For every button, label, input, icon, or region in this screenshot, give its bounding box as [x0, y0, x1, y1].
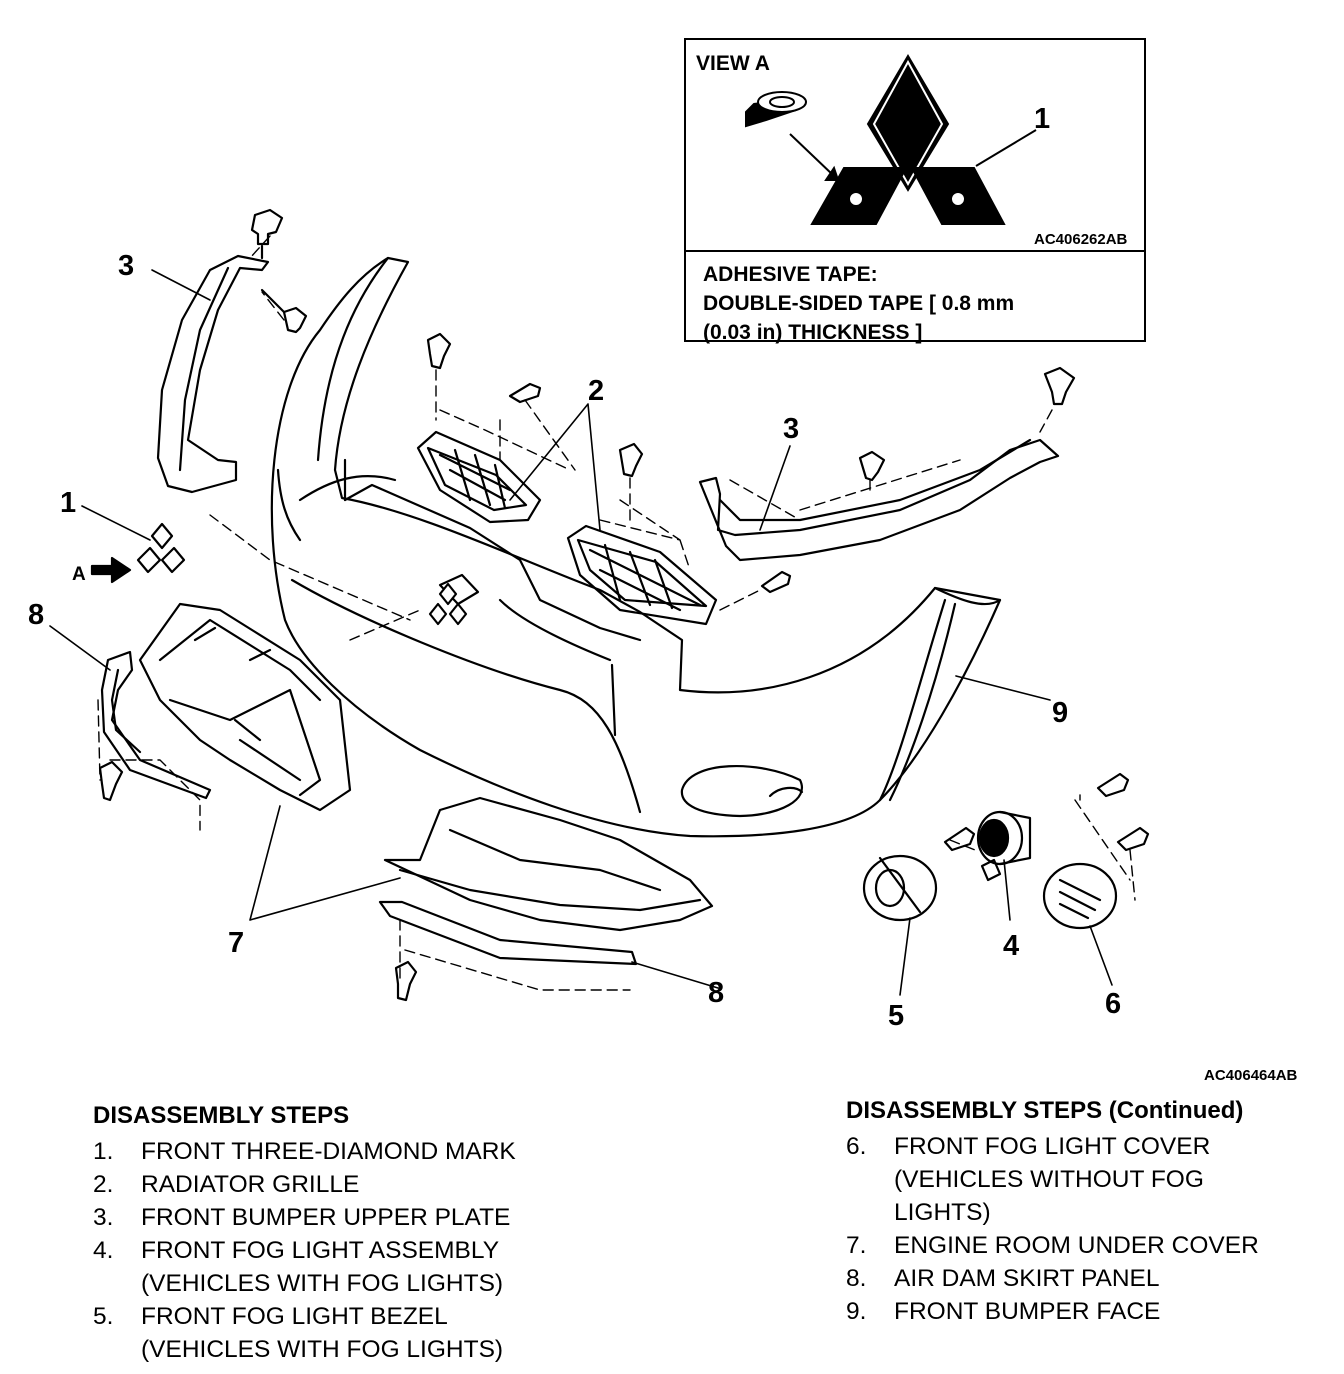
steps-heading-continued: DISASSEMBLY STEPS (Continued) [846, 1097, 1244, 1124]
step-number: 1. [93, 1138, 114, 1165]
step-number: 9. [846, 1298, 867, 1325]
figure-code: AC406464AB [1204, 1067, 1298, 1084]
note-line: ADHESIVE TAPE: [703, 263, 878, 286]
callout-6: 6 [1105, 988, 1121, 1020]
callout-3-left: 3 [118, 250, 134, 282]
step-item: 3. FRONT BUMPER UPPER PLATE [93, 1201, 793, 1234]
callout-2: 2 [588, 375, 604, 407]
radiator-grille-left [416, 430, 542, 524]
fog-light-bezel [862, 854, 938, 922]
step-number: 6. [846, 1133, 867, 1160]
disassembly-steps-right: DISASSEMBLY STEPS (Continued) 6. FRONT FO… [846, 1096, 1326, 1328]
callout-4: 4 [1003, 930, 1019, 962]
step-text: FRONT FOG LIGHT COVER (VEHICLES WITHOUT … [894, 1133, 1211, 1226]
step-number: 7. [846, 1232, 867, 1259]
step-item: 2. RADIATOR GRILLE [93, 1168, 793, 1201]
fog-light-cover [1042, 862, 1118, 930]
under-cover-left [138, 602, 352, 812]
callout-leaders [49, 269, 1113, 996]
step-number: 4. [93, 1237, 114, 1264]
step-item: 8. AIR DAM SKIRT PANEL [846, 1262, 1326, 1295]
view-a-arrow [90, 556, 132, 584]
exploded-parts-diagram: 3 1 A 8 2 3 9 7 8 4 5 6 [28, 208, 1150, 1032]
step-item: 4. FRONT FOG LIGHT ASSEMBLY (VEHICLES WIT… [93, 1234, 793, 1300]
fog-light-assembly [976, 810, 1032, 882]
step-item: 5. FRONT FOG LIGHT BEZEL (VEHICLES WITH F… [93, 1300, 793, 1366]
upper-plate-right [698, 366, 1076, 562]
view-a-arrow-label: A [72, 564, 86, 585]
step-number: 8. [846, 1265, 867, 1292]
fasteners [98, 332, 1150, 1002]
view-a-illustration: VIEW A 1 AC406262AB [696, 52, 1128, 248]
note-line: DOUBLE-SIDED TAPE [ 0.8 mm [703, 292, 1015, 315]
step-text: AIR DAM SKIRT PANEL [894, 1265, 1160, 1292]
upper-plate-left [156, 208, 308, 494]
callout-5: 5 [888, 1000, 904, 1032]
step-text: FRONT FOG LIGHT BEZEL (VEHICLES WITH FOG… [141, 1303, 504, 1363]
steps-heading: DISASSEMBLY STEPS [93, 1102, 350, 1129]
step-text: FRONT THREE-DIAMOND MARK [141, 1138, 516, 1165]
callout-1-view: 1 [1034, 103, 1050, 135]
step-item: 9. FRONT BUMPER FACE [846, 1295, 1326, 1328]
step-number: 3. [93, 1204, 114, 1231]
callout-9: 9 [1052, 697, 1068, 729]
note-line: (0.03 in) THICKNESS ] [703, 321, 923, 344]
adhesive-tape-roll [745, 91, 840, 181]
view-a-code: AC406262AB [1034, 231, 1128, 248]
step-text: ENGINE ROOM UNDER COVER [894, 1232, 1259, 1259]
callout-3-right: 3 [783, 413, 799, 445]
air-dam-skirt-bottom [378, 900, 638, 966]
step-number: 2. [93, 1171, 114, 1198]
air-dam-skirt-left [100, 650, 212, 800]
step-text: FRONT BUMPER FACE [894, 1298, 1161, 1325]
step-item: 1. FRONT THREE-DIAMOND MARK [93, 1135, 793, 1168]
callout-8-left: 8 [28, 599, 44, 631]
three-diamond-mark-small [136, 522, 186, 574]
disassembly-steps-left: DISASSEMBLY STEPS 1. FRONT THREE-DIAMOND … [93, 1101, 793, 1366]
step-number: 5. [93, 1303, 114, 1330]
view-a-title: VIEW A [696, 52, 770, 75]
callout-1-left: 1 [60, 487, 76, 519]
front-bumper-face [270, 256, 1002, 838]
adhesive-tape-note: ADHESIVE TAPE: DOUBLE-SIDED TAPE [ 0.8 m… [686, 250, 1144, 344]
three-diamond-mark-large [810, 54, 1037, 225]
view-a-inset: VIEW A 1 AC406262AB ADHESIVE TAPE: DOUBL… [684, 38, 1146, 344]
step-text: RADIATOR GRILLE [141, 1171, 360, 1198]
assembly-dashed-lines [97, 235, 1136, 991]
step-item: 6. FRONT FOG LIGHT COVER (VEHICLES WITHOU… [846, 1130, 1326, 1229]
step-text: FRONT FOG LIGHT ASSEMBLY (VEHICLES WITH … [141, 1237, 504, 1297]
step-item: 7. ENGINE ROOM UNDER COVER [846, 1229, 1326, 1262]
under-cover-bottom [383, 796, 714, 932]
radiator-grille-right [566, 524, 718, 626]
callout-8-bottom: 8 [708, 977, 724, 1009]
step-text: FRONT BUMPER UPPER PLATE [141, 1204, 511, 1231]
callout-7: 7 [228, 927, 244, 959]
three-diamond-mark-on-bumper [428, 582, 468, 626]
